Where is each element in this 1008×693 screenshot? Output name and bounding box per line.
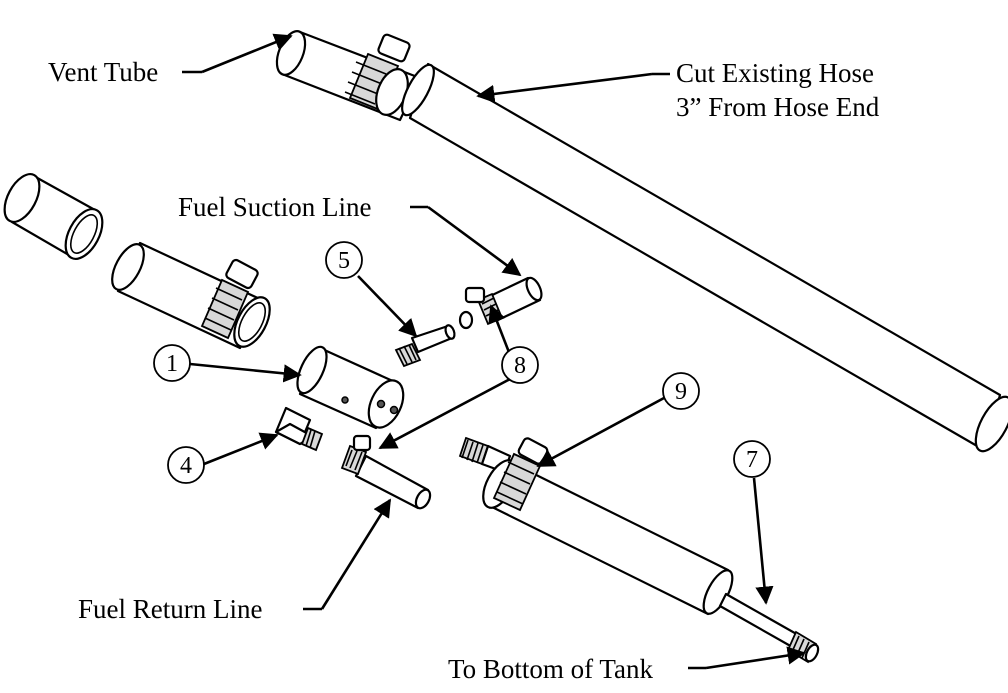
- barbed-fitting-part-5: [394, 324, 456, 368]
- callout-8: 8: [501, 346, 539, 384]
- hose-sleeve: [3, 173, 104, 260]
- svg-text:8: 8: [514, 353, 526, 379]
- callout-9-arrow: [536, 396, 665, 468]
- fuel-return-label: Fuel Return Line: [78, 594, 262, 624]
- cut-hose-label-line1: Cut Existing Hose: [676, 58, 874, 88]
- callout-8-arrow-lower: [378, 376, 513, 450]
- callout-1-arrow: [189, 362, 302, 383]
- hose-clamp-left: [200, 258, 271, 348]
- fuel-suction-line: [458, 276, 543, 330]
- bottom-tank-label: To Bottom of Tank: [448, 654, 653, 684]
- svg-text:1: 1: [166, 351, 178, 377]
- svg-text:7: 7: [746, 447, 758, 473]
- fuel-suction-arrow: [427, 205, 522, 277]
- svg-text:4: 4: [180, 453, 192, 479]
- fuel-suction-label: Fuel Suction Line: [178, 192, 371, 222]
- callout-5: 5: [325, 241, 363, 279]
- svg-text:9: 9: [675, 379, 687, 405]
- callout-5-arrow: [357, 275, 418, 338]
- fuel-fitting-block-part-1: [296, 345, 405, 430]
- fuel-return-line: [340, 434, 432, 510]
- cut-hose-arrow: [476, 72, 653, 103]
- vent-tube-arrow: [201, 33, 293, 74]
- callout-1: 1: [153, 344, 191, 382]
- callout-7: 7: [733, 440, 771, 478]
- dip-tube-part-7: [718, 592, 820, 664]
- fuel-return-arrow: [320, 498, 392, 610]
- elbow-fitting-part-4: [274, 406, 324, 452]
- existing-fuel-hose: [401, 62, 1008, 453]
- callout-4-arrow: [203, 432, 279, 466]
- bottom-tank-arrow: [705, 646, 806, 670]
- callout-4: 4: [167, 446, 205, 484]
- svg-text:5: 5: [338, 248, 350, 274]
- cut-hose-label-line2: 3” From Hose End: [676, 92, 880, 122]
- callout-9: 9: [662, 372, 700, 410]
- callout-7-arrow: [752, 477, 774, 605]
- vent-tube-label: Vent Tube: [48, 57, 158, 87]
- pickup-tube-assembly: [458, 436, 734, 616]
